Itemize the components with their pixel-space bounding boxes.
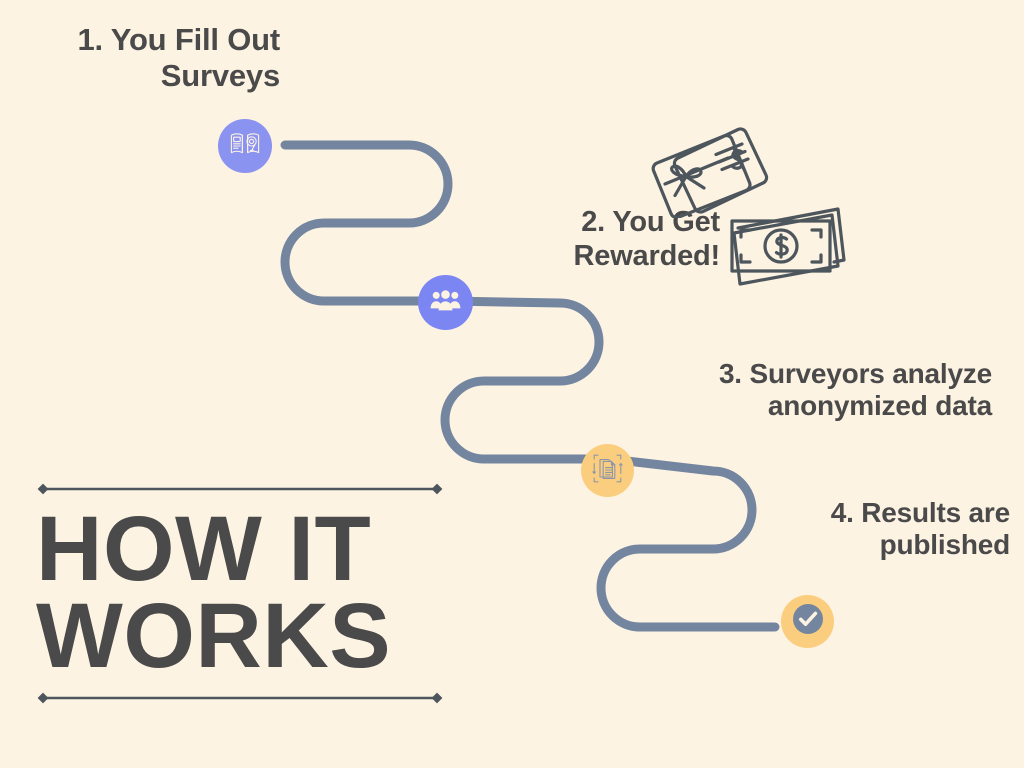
title-rule-bottom	[34, 691, 446, 705]
step-4-marker[interactable]	[781, 595, 834, 648]
title-block: HOW IT WORKS	[34, 482, 446, 705]
step-1-heading: 1. You Fill Out Surveys	[77, 22, 280, 93]
banknotes-illustration	[726, 203, 848, 291]
step-4-heading: 4. Results are published	[830, 497, 1010, 561]
check-circle-icon	[791, 602, 825, 641]
title-rule-top	[34, 482, 446, 496]
documents-stack-icon	[592, 453, 623, 489]
step-3-heading: 3. Surveyors analyze anonymized data	[718, 358, 992, 422]
book-magnifier-icon	[230, 130, 260, 163]
group-people-icon	[430, 289, 461, 316]
gift-cards-illustration	[632, 106, 782, 220]
step-2-heading: 2. You Get Rewarded!	[573, 206, 721, 272]
step-2-marker[interactable]	[418, 275, 473, 330]
step-1-marker[interactable]	[218, 119, 272, 173]
page-title: HOW IT WORKS	[36, 498, 392, 688]
step-3-marker[interactable]	[581, 444, 634, 497]
